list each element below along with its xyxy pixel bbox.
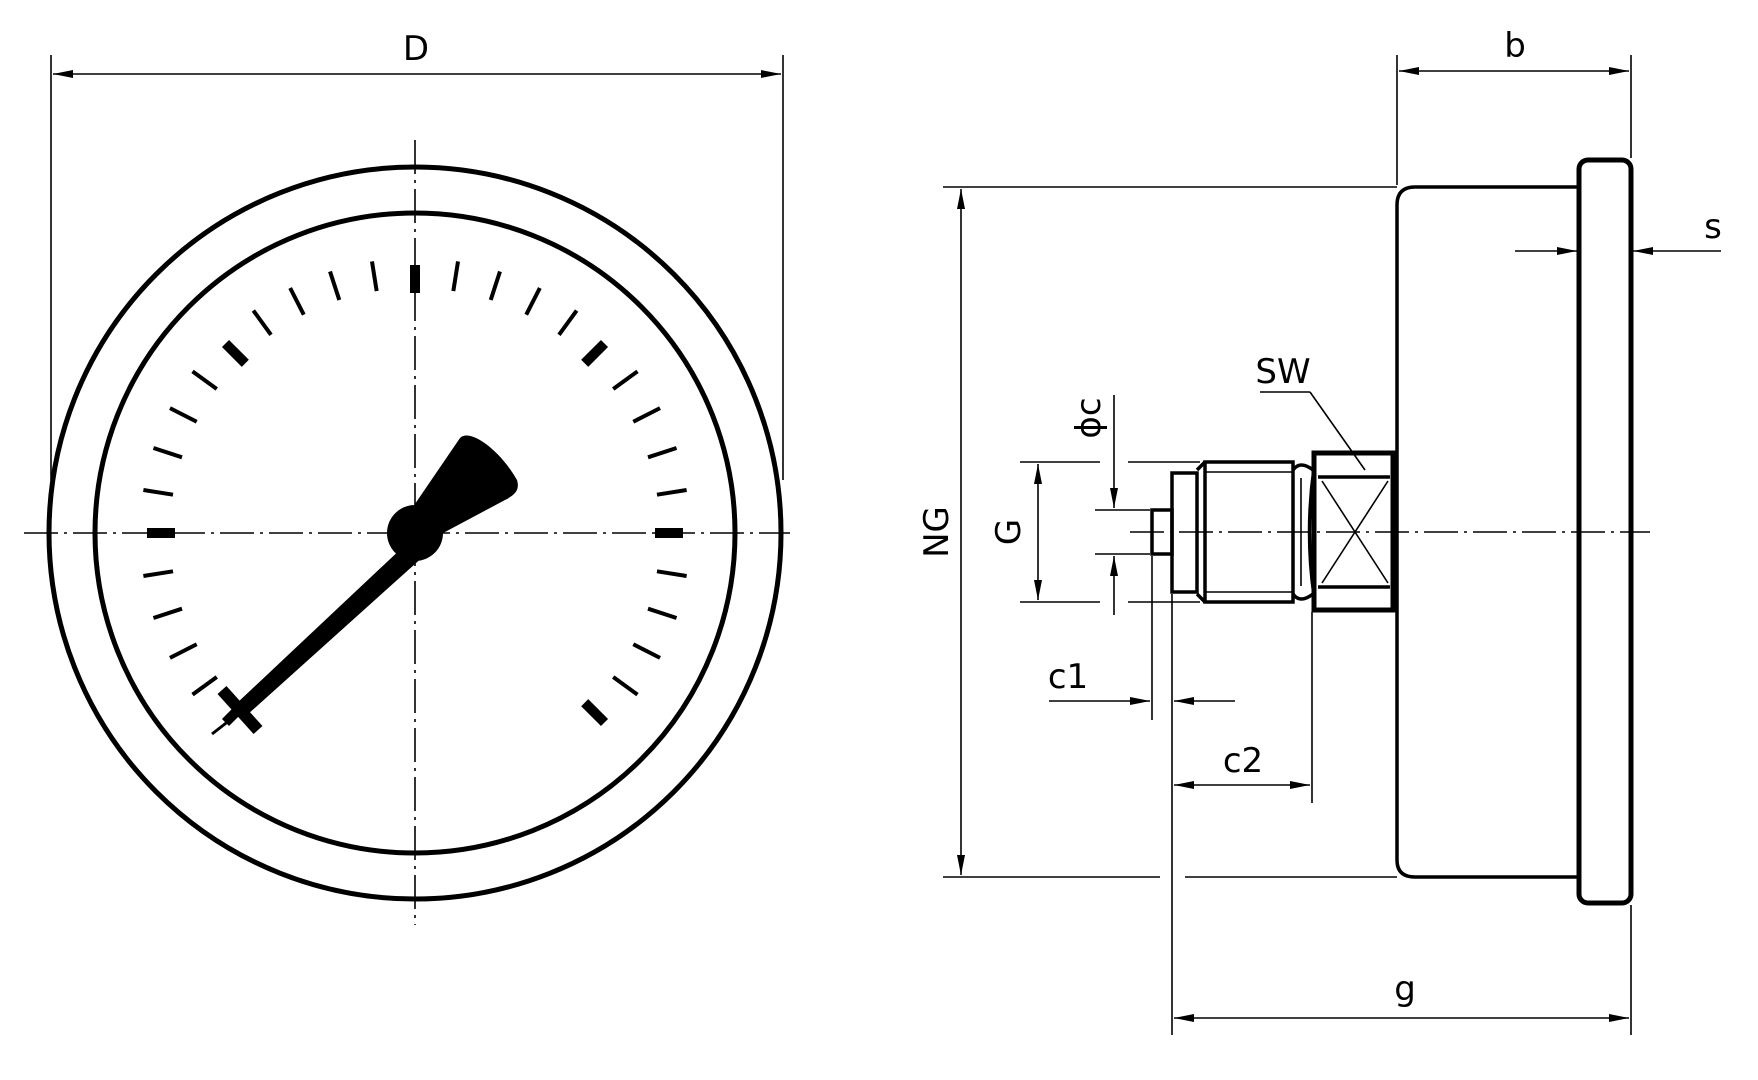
minor-tick bbox=[152, 446, 183, 460]
minor-tick bbox=[647, 606, 678, 620]
major-tick bbox=[581, 699, 609, 727]
minor-tick bbox=[647, 446, 678, 460]
major-tick bbox=[581, 339, 609, 367]
minor-tick bbox=[191, 369, 218, 391]
label-s: s bbox=[1704, 207, 1722, 247]
minor-tick bbox=[632, 642, 661, 660]
front-view: D bbox=[24, 29, 790, 925]
minor-tick bbox=[656, 569, 687, 578]
minor-tick bbox=[557, 309, 579, 336]
label-b: b bbox=[1504, 26, 1526, 66]
minor-tick bbox=[288, 287, 306, 316]
label-g: g bbox=[1394, 969, 1416, 1009]
label-c2: c2 bbox=[1223, 741, 1263, 781]
pressure-channel-tip bbox=[1150, 508, 1174, 556]
label-SW: SW bbox=[1255, 352, 1310, 392]
major-tick bbox=[221, 339, 249, 367]
side-view: b s NG G ϕc SW c1 bbox=[917, 26, 1722, 1035]
label-NG: NG bbox=[917, 506, 957, 558]
minor-tick bbox=[152, 606, 183, 620]
minor-tick bbox=[632, 406, 661, 424]
minor-tick bbox=[656, 488, 687, 497]
label-D: D bbox=[403, 29, 429, 69]
dial-circle bbox=[92, 210, 738, 856]
minor-tick bbox=[370, 261, 379, 292]
minor-tick bbox=[612, 675, 639, 697]
minor-tick bbox=[169, 642, 198, 660]
minor-tick bbox=[488, 270, 502, 301]
pointer-needle bbox=[211, 435, 518, 736]
minor-tick bbox=[191, 675, 218, 697]
minor-tick bbox=[143, 488, 174, 497]
minor-tick bbox=[143, 569, 174, 578]
minor-tick bbox=[251, 309, 273, 336]
outer-bezel-circle bbox=[46, 164, 784, 902]
thread-body bbox=[1203, 460, 1295, 604]
case-body bbox=[1395, 185, 1579, 879]
label-c1: c1 bbox=[1048, 657, 1088, 697]
minor-tick bbox=[524, 287, 542, 316]
label-phi-c: ϕc bbox=[1069, 397, 1109, 438]
minor-tick bbox=[451, 261, 460, 292]
minor-tick bbox=[169, 406, 198, 424]
minor-tick bbox=[328, 270, 342, 301]
bezel-ring bbox=[1576, 157, 1634, 906]
label-G: G bbox=[989, 519, 1029, 545]
minor-tick bbox=[612, 369, 639, 391]
